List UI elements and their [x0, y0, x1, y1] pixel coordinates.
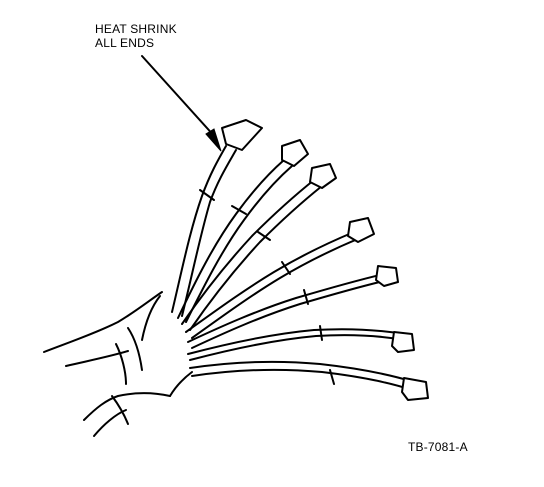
- heat-shrink-sleeve-4: [347, 217, 375, 243]
- heat-shrink-sleeve-3: [309, 163, 337, 189]
- heat-shrink-sleeve-5: [375, 265, 399, 287]
- wire-4: [185, 217, 375, 339]
- heat-shrink-sleeve-1: [221, 119, 263, 151]
- wire-3: [181, 163, 337, 331]
- harness-bundle: [43, 291, 193, 437]
- figure-id-label: TB-7081-A: [408, 440, 468, 454]
- wire-2: [177, 139, 309, 323]
- callout-line-1: HEAT SHRINK: [95, 22, 177, 36]
- callout-line-2: ALL ENDS: [95, 36, 155, 50]
- wire-1: [171, 119, 263, 317]
- wire-5: [187, 265, 399, 349]
- heat-shrink-sleeve-7: [401, 377, 429, 401]
- callout-arrow: [141, 55, 222, 152]
- wire-7: [189, 360, 429, 401]
- wire-6: [187, 325, 415, 361]
- heat-shrink-sleeve-6: [391, 331, 415, 353]
- heat-shrink-sleeve-2: [281, 139, 309, 167]
- heat-shrink-callout: HEAT SHRINK ALL ENDS: [95, 22, 177, 50]
